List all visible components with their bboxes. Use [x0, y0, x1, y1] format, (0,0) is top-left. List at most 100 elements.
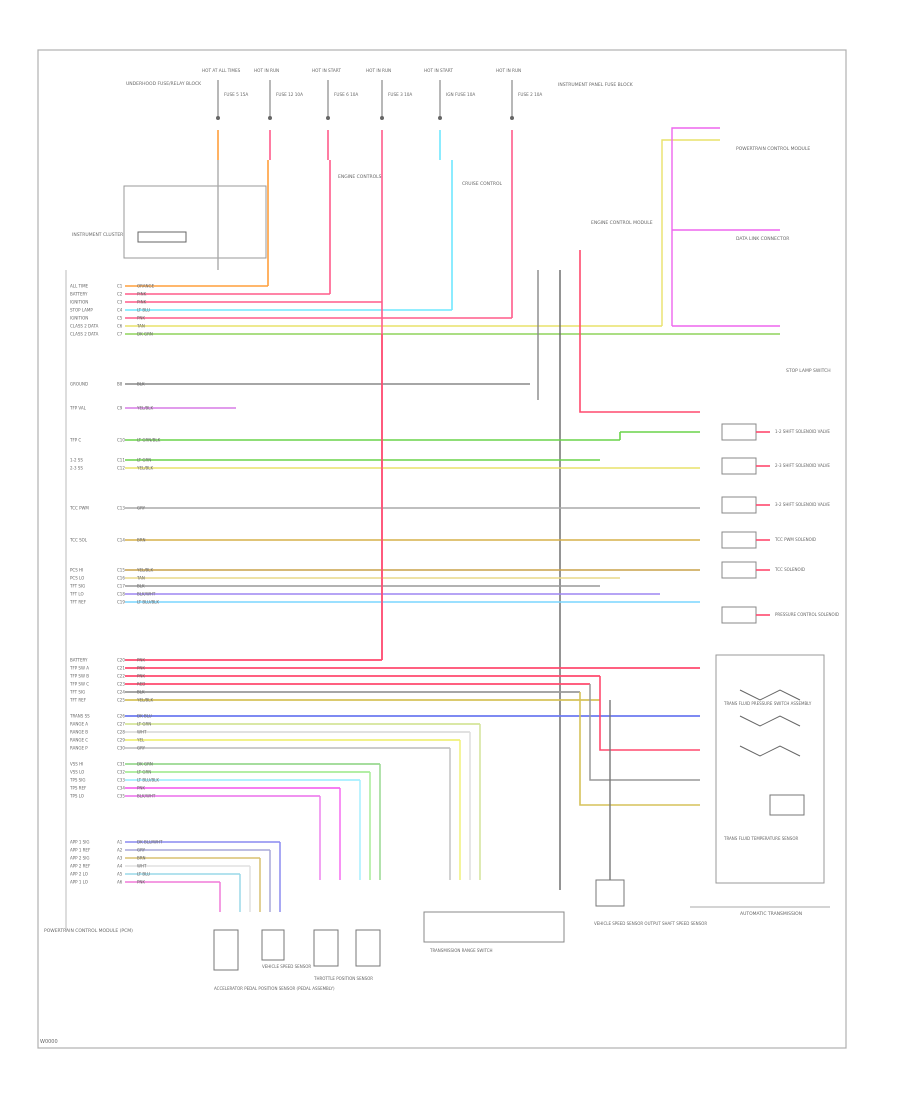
pin-label: TPS LO: [69, 794, 84, 799]
instrument-cluster-label: INSTRUMENT CLUSTER: [72, 232, 123, 238]
bottom-component-label: THROTTLE POSITION SENSOR: [313, 976, 373, 981]
instrument-cluster-box: [123, 185, 267, 259]
wire-color: YEL: [136, 738, 145, 743]
pin-label: TFT REF: [69, 698, 87, 703]
pin-label: APP 1 LO: [70, 880, 88, 885]
fuse-heading: HOT AT ALL TIMES: [202, 68, 241, 73]
pin-label: STOP LAMP: [70, 308, 93, 313]
wire-color: BLK/WHT: [137, 592, 156, 597]
fuse-name: FUSE 3 10A: [388, 92, 412, 97]
wire-color: PNK: [137, 316, 145, 321]
fuse-name: FUSE 6 10A: [334, 92, 358, 97]
pin-number: C19: [117, 600, 125, 605]
wire-color: PINK: [137, 300, 147, 305]
auto-trans-label: AUTOMATIC TRANSMISSION: [740, 911, 802, 917]
pin-number: C25: [117, 698, 125, 703]
pin-number: C9: [117, 406, 123, 411]
pin-label: TFT SIG: [69, 584, 85, 589]
pin-label: TPS REF: [69, 786, 87, 791]
fuse-terminal: [438, 116, 442, 120]
trans-sensor-inner-box: [769, 794, 805, 816]
pin-label: TFP SW C: [69, 682, 89, 687]
pedal-sensor-box: [213, 929, 239, 971]
pin-label: IGNITION: [70, 300, 88, 305]
wire-color: DK GRN: [137, 762, 153, 767]
component-box: [721, 531, 757, 549]
pin-number: C23: [117, 682, 125, 687]
pin-number: B8: [117, 382, 123, 387]
wire-color: BLK/WHT: [137, 794, 156, 799]
fuse-name: FUSE 12 10A: [276, 92, 303, 97]
pin-number: C32: [117, 770, 125, 775]
wire-color: YEL/BLK: [136, 698, 154, 703]
component-label: 2-3 SHIFT SOLENOID VALVE: [775, 463, 830, 468]
wire-color: PNK: [137, 786, 145, 791]
pin-number: C10: [117, 438, 125, 443]
wire-color: DK BLU: [137, 714, 152, 719]
wire-color: LT GRN: [137, 458, 151, 463]
pin-number: C11: [117, 458, 125, 463]
component-label: 1-2 SHIFT SOLENOID VALVE: [775, 429, 830, 434]
pin-label: APP 2 LO: [70, 872, 88, 877]
wire-color: GRY: [137, 506, 146, 511]
pin-label: VSS LO: [70, 770, 84, 775]
pin-number: C6: [117, 324, 123, 329]
wire-color: WHT: [137, 730, 147, 735]
pin-number: A5: [117, 872, 123, 877]
pin-label: APP 1 SIG: [70, 840, 89, 845]
pin-label: TCC PWM: [69, 506, 89, 511]
pedal-sensor-box-2: [261, 929, 285, 961]
pin-number: C27: [117, 722, 125, 727]
pin-label: RANGE B: [70, 730, 88, 735]
fuse-terminal: [380, 116, 384, 120]
pin-number: C15: [117, 568, 125, 573]
cluster-inner-box: [137, 231, 187, 243]
wire-color: PNK: [137, 880, 145, 885]
pin-number: C24: [117, 690, 125, 695]
wire-color: TAN: [136, 324, 145, 329]
pin-label: RANGE C: [70, 738, 88, 743]
pin-number: A1: [117, 840, 123, 845]
wire-color: BRN: [137, 856, 146, 861]
fuse-name: FUSE 2 10A: [518, 92, 542, 97]
transmission-assembly-box: [715, 654, 825, 884]
component-label: PRESSURE CONTROL SOLENOID: [775, 612, 839, 617]
component-box: [721, 606, 757, 624]
component-label: TCC PWM SOLENOID: [774, 537, 816, 542]
wire-color: GRY: [137, 746, 146, 751]
pin-label: TPS SIG: [69, 778, 85, 783]
pin-number: C29: [117, 738, 125, 743]
wire-color: GRY: [137, 848, 146, 853]
component-label: TRANS FLUID PRESSURE SWITCH ASSEMBLY: [723, 701, 812, 706]
bottom-component-label: VEHICLE SPEED SENSOR OUTPUT SHAFT SPEED …: [594, 921, 707, 926]
bottom-component-label: ACCELERATOR PEDAL POSITION SENSOR (PEDAL…: [214, 986, 335, 991]
bottom-component-group: ACCELERATOR PEDAL POSITION SENSOR (PEDAL…: [213, 879, 707, 991]
pin-label: VSS HI: [70, 762, 83, 767]
pin-label: TRANS SS: [69, 714, 90, 719]
vss-box: [595, 879, 625, 907]
pin-number: C18: [117, 592, 125, 597]
wire-color: LT GRN: [137, 770, 151, 775]
pin-label: PCS LO: [70, 576, 84, 581]
fuse-terminal: [510, 116, 514, 120]
wire-color: YEL/BLK: [136, 568, 154, 573]
wire: [589, 684, 700, 781]
bottom-component-label: TRANSMISSION RANGE SWITCH: [429, 948, 493, 953]
pin-label: BATTERY: [70, 292, 88, 297]
wire-color: BLK: [137, 382, 145, 387]
pin-number: C17: [117, 584, 125, 589]
pin-number: C4: [117, 308, 123, 313]
fuse-heading: HOT IN START: [424, 68, 453, 73]
pin-number: C26: [117, 714, 125, 719]
wire-group: [65, 127, 780, 930]
pin-number: C30: [117, 746, 125, 751]
component-box: [721, 561, 757, 579]
wire: [671, 127, 720, 326]
pin-number: A2: [117, 848, 123, 853]
right-component-group: 1-2 SHIFT SOLENOID VALVE 2-3 SHIFT SOLENO…: [721, 423, 839, 841]
pin-label: TFT REF: [69, 600, 87, 605]
wire: [599, 676, 700, 751]
pin-number: A6: [117, 880, 123, 885]
pcm-title: POWERTRAIN CONTROL MODULE (PCM): [44, 928, 133, 934]
